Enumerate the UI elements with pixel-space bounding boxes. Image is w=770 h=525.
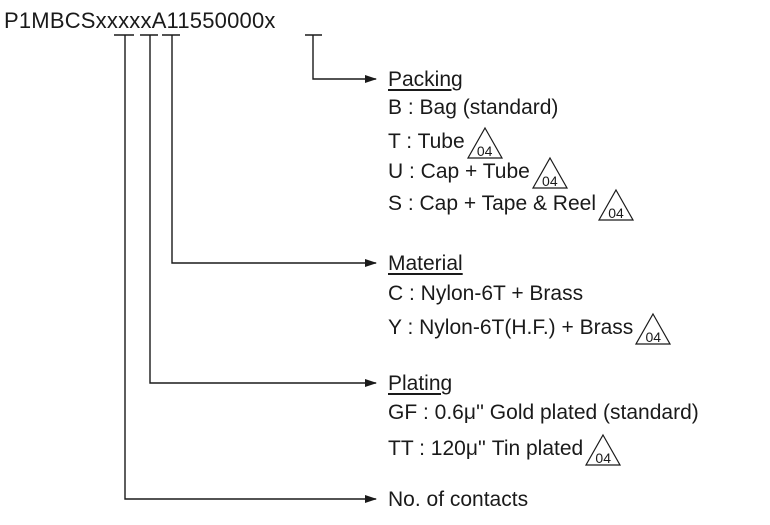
revision-triangle-icon: 04 (634, 312, 672, 346)
packing-arrow (312, 35, 377, 83)
material-option-label: Y : Nylon-6T(H.F.) + Brass (388, 316, 634, 339)
part-number-var-plating: x (118, 8, 130, 33)
packing-option-tube: T : Tube 04 (388, 126, 504, 160)
packing-option-cap-tube: U : Cap + Tube 04 (388, 156, 569, 190)
material-option-nylon-hf: Y : Nylon-6T(H.F.) + Brass 04 (388, 312, 672, 346)
revision-mark: 04 (608, 205, 624, 221)
packing-title: Packing (388, 68, 463, 91)
plating-option-label: TT : 120μ'' Tin plated (388, 437, 584, 460)
packing-option-label: S : Cap + Tape & Reel (388, 192, 596, 215)
material-option-nylon: C : Nylon-6T + Brass (388, 282, 583, 306)
revision-mark: 04 (645, 329, 662, 345)
part-number-var-contacts: x (95, 8, 107, 33)
packing-option-tape-reel: S : Cap + Tape & Reel 04 (388, 188, 635, 222)
plating-option-gold: GF : 0.6μ'' Gold plated (standard) (388, 401, 699, 425)
material-title: Material (388, 252, 463, 275)
packing-option-bag: B : Bag (standard) (388, 96, 558, 120)
part-number-prefix: P1MBCS (4, 8, 96, 33)
packing-option-label: B : Bag (standard) (388, 96, 559, 119)
part-number-var-material: xx (129, 8, 152, 33)
plating-title: Plating (388, 372, 453, 395)
plating-option-tin: TT : 120μ'' Tin plated 04 (388, 433, 622, 467)
part-number-middle: A11550000 (151, 8, 265, 33)
plating-arrow (149, 35, 377, 387)
plating-option-label: GF : 0.6μ'' Gold plated (standard) (388, 401, 699, 424)
revision-triangle-icon: 04 (584, 433, 622, 467)
material-option-label: C : Nylon-6T + Brass (388, 282, 584, 305)
contacts-title: No. of contacts (388, 488, 529, 511)
revision-mark: 04 (476, 143, 493, 159)
packing-option-label: T : Tube (388, 130, 465, 153)
part-number: P1MBCSxxxxxA11550000x (4, 8, 276, 34)
packing-option-label: U : Cap + Tube (388, 160, 530, 183)
contacts-arrow (124, 35, 377, 503)
part-number-var-2: x (106, 8, 119, 33)
part-number-var-packing: x (264, 8, 276, 33)
revision-mark: 04 (595, 450, 611, 466)
revision-mark: 04 (542, 173, 558, 189)
material-arrow (171, 35, 377, 267)
revision-triangle-icon: 04 (531, 156, 569, 190)
revision-triangle-icon: 04 (597, 188, 635, 222)
revision-triangle-icon: 04 (466, 126, 504, 160)
